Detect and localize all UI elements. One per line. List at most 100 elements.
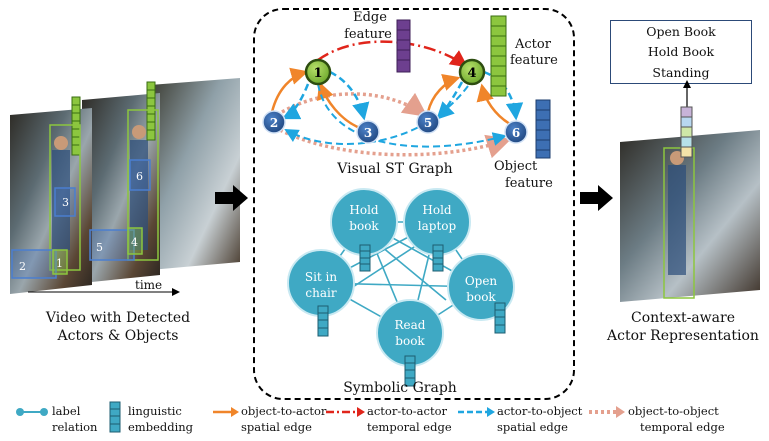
edge-actor-to-object-1-2 (281, 83, 310, 120)
output-label-0: Open Book (610, 20, 752, 43)
symbolic-label-sit-in-chair-1: Sit in (304, 270, 338, 284)
node-5 (416, 110, 440, 134)
edge-actor-to-object-4-6 (483, 70, 524, 121)
box-id-6: 6 (136, 170, 143, 183)
edge-object-to-actor-3-1 (317, 81, 361, 130)
edge-actor-to-object-1-3 (329, 70, 370, 121)
output-frame (620, 80, 760, 302)
symbolic-label-hold-book-2: book (349, 219, 379, 233)
arrow-graph-to-right (580, 185, 613, 211)
legend-a2a-2: temporal edge (367, 420, 452, 434)
legend-o2a-1: object-to-actor (241, 404, 327, 418)
output-person (668, 165, 686, 275)
detect-box-actor-middle (127, 109, 159, 261)
edge-actor-to-object-4-5 (436, 81, 464, 120)
person-middle (130, 140, 148, 250)
node-1-label: 1 (313, 66, 322, 81)
box-id-3: 3 (62, 196, 69, 209)
node-2 (262, 110, 286, 134)
detect-box-actor-middle-4 (127, 227, 143, 255)
object-feature-bar (535, 99, 551, 159)
output-video-frame (620, 130, 760, 302)
legend-label-relation-1: label (52, 404, 81, 418)
legend-linguistic-1: linguistic (128, 404, 182, 418)
edge-object-to-actor-2-1 (270, 67, 309, 113)
detect-box-actor-front (49, 124, 81, 271)
person-middle-head (132, 125, 146, 139)
output-context-feature (680, 106, 693, 158)
symbolic-label-sit-in-chair-2: chair (305, 286, 337, 300)
edge-feature-label-line1: Edge (353, 10, 387, 25)
legend-icons (16, 401, 625, 433)
node-3 (356, 120, 380, 144)
legend-orange-head (231, 407, 239, 417)
arrow-left-to-graph (215, 185, 248, 211)
output-label-2: Standing (610, 62, 752, 84)
visual-graph-title: Visual ST Graph (337, 161, 453, 177)
object-feature-label-line1: Object (494, 159, 538, 174)
actor-feature-label-line1: Actor (515, 37, 551, 52)
object-feature-label-line2: feature (505, 176, 553, 191)
node-2-label: 2 (270, 116, 278, 130)
output-actor-box (663, 147, 695, 299)
legend-linguistic-2: embedding (128, 420, 194, 434)
edge-object-to-object-2-6 (279, 128, 512, 159)
detect-box-object-front-2 (11, 249, 57, 279)
embedding-bar-read-book (404, 355, 416, 387)
box-id-2: 2 (19, 260, 26, 273)
node-6-label: 6 (512, 126, 520, 140)
symbolic-label-open-book-1: Open (464, 274, 498, 288)
time-label: time (135, 278, 163, 292)
detect-box-object-front-3 (54, 187, 76, 217)
node-4-label: 4 (467, 66, 476, 81)
actor-feature-middle (146, 81, 156, 141)
detect-box-object-middle-6 (129, 159, 151, 191)
symbolic-label-open-book-2: book (466, 290, 496, 304)
symbolic-label-hold-laptop-1: Hold (422, 203, 452, 217)
left-caption-line2: Actors & Objects (57, 328, 179, 344)
legend-a2o-2: spatial edge (497, 420, 568, 434)
legend-o2o-2: temporal edge (640, 420, 725, 434)
time-arrow-head (172, 288, 180, 296)
node-3-label: 3 (364, 126, 372, 140)
embedding-bar-open-book (494, 302, 506, 334)
node-5-label: 5 (424, 116, 432, 130)
edge-actor-to-actor-1-4 (317, 40, 469, 68)
box-id-1: 1 (56, 257, 63, 270)
video-frame-back (150, 78, 240, 270)
edge-object-to-actor-6-4 (476, 83, 511, 126)
detect-box-actor-front-1 (52, 249, 68, 275)
detect-box-object-middle-5 (89, 229, 135, 261)
node-1 (304, 58, 332, 86)
box-id-4: 4 (131, 236, 138, 249)
legend-label-relation-2: relation (52, 420, 98, 434)
graph-panel (253, 8, 575, 400)
symbolic-graph-title: Symbolic Graph (343, 380, 457, 396)
symbolic-label-hold-book-1: Hold (349, 203, 379, 217)
actor-feature-bar (490, 15, 507, 97)
legend-cyan-head (487, 407, 495, 417)
output-arrow-head (683, 80, 691, 88)
legend-pink-head (616, 406, 625, 418)
box-id-5: 5 (96, 241, 103, 254)
person-front-head (54, 136, 68, 150)
edge-feature-bar (396, 19, 411, 73)
node-6 (504, 120, 528, 144)
actor-feature-label-line2: feature (510, 53, 558, 68)
left-caption-line1: Video with Detected (45, 310, 191, 326)
node-4 (458, 58, 486, 86)
embedding-bar-hold-book (359, 244, 371, 272)
legend-o2a-2: spatial edge (241, 420, 312, 434)
right-caption-line2: Actor Representation (607, 328, 759, 344)
legend-a2o-1: actor-to-object (497, 404, 583, 418)
person-front (52, 150, 70, 250)
legend-o2o-1: object-to-object (628, 404, 719, 418)
embedding-bar-hold-laptop (432, 244, 444, 272)
legend-embedding-icon (109, 401, 121, 433)
legend-label-relation-icon (16, 408, 48, 416)
video-frames-svg: 3 2 1 6 5 4 (10, 78, 240, 296)
edge-feature-label-line2: feature (344, 27, 392, 42)
edge-actor-to-object-1-6 (317, 83, 507, 148)
